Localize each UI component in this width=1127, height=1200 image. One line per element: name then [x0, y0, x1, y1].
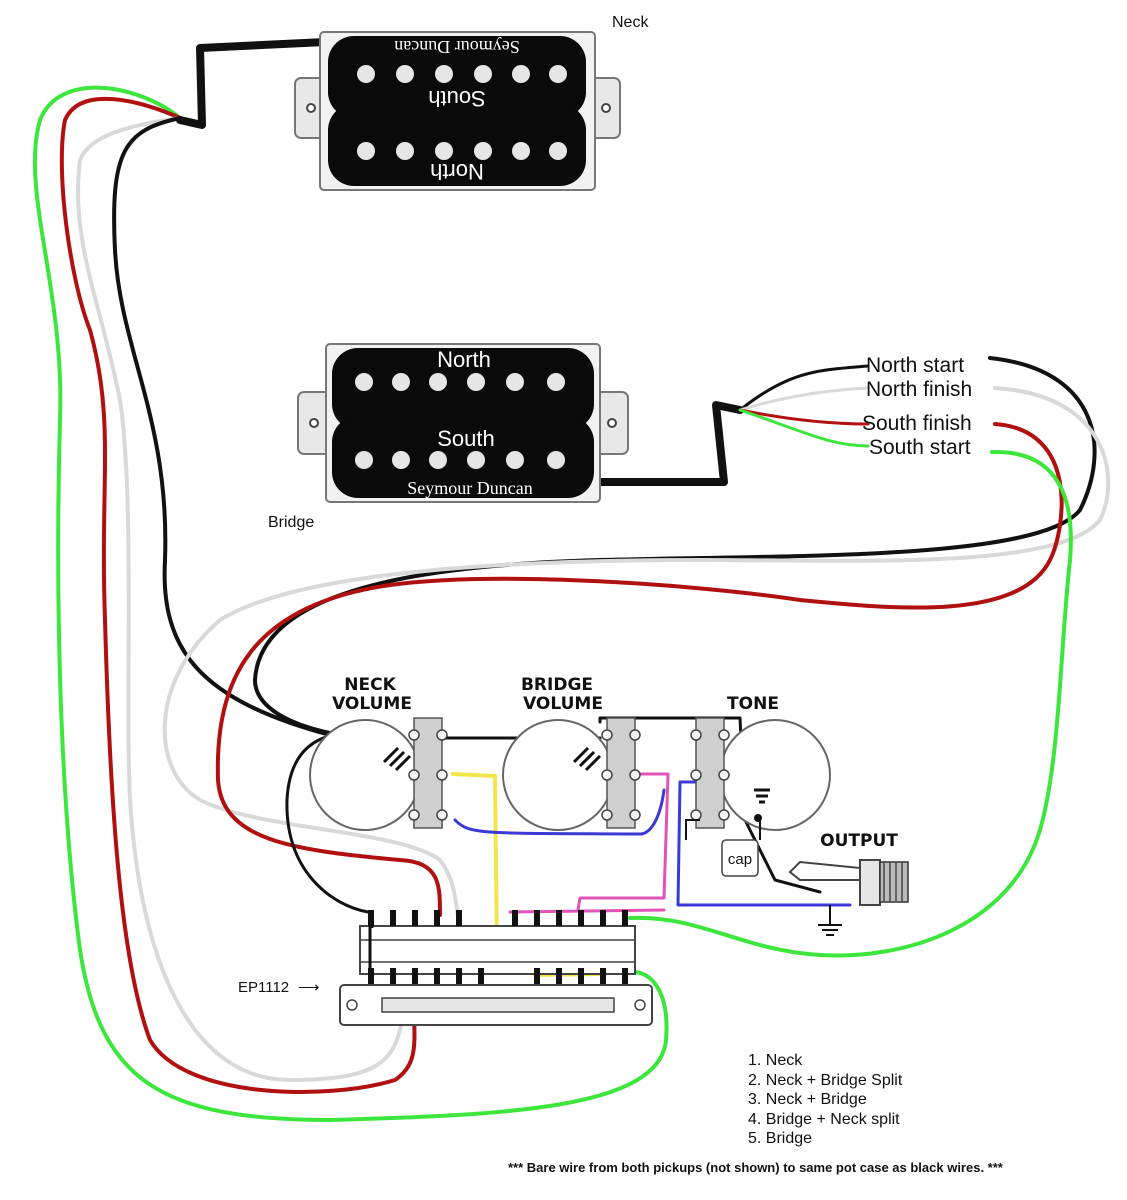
tone-capacitor [685, 818, 761, 877]
footnote: *** Bare wire from both pickups (not sho… [508, 1160, 1004, 1175]
neck-slug-screws [357, 65, 567, 83]
switch-arrow: ⟶ [298, 979, 320, 996]
bridge-brand-text: Seymour Duncan [407, 478, 532, 498]
wire-tone-blue [676, 780, 852, 907]
wire-neck-red [59, 96, 417, 1094]
neck-coil-bottom [328, 104, 586, 186]
position-item: 2. Neck + Bridge Split [748, 1072, 903, 1089]
bridge-volume-pot [502, 717, 641, 831]
neck-volume-label-1: NECK [344, 675, 396, 695]
wire-bridge-south-start [738, 408, 870, 448]
bridge-mount-screw-right [607, 418, 617, 428]
five-way-switch [339, 910, 653, 1026]
bridge-coil-bottom [332, 416, 594, 498]
bridge-pickup-label: Bridge [268, 514, 314, 531]
position-item: 4. Bridge + Neck split [748, 1111, 900, 1128]
tone-pot [690, 717, 831, 831]
switch-lugs-bottom [368, 968, 628, 984]
neck-coil-bottom-label: North [430, 159, 484, 184]
position-item: 1. Neck [748, 1052, 803, 1069]
bridge-coil-top-label: North [437, 347, 491, 372]
wire-bridge-south-finish [738, 408, 870, 426]
wire-bridge-north-finish [738, 386, 870, 412]
wire-run-red [215, 422, 1064, 917]
output-jack [788, 859, 909, 936]
bridge-slug-screws [355, 451, 565, 469]
position-legend: 1. Neck 2. Neck + Bridge Split 3. Neck +… [748, 1052, 903, 1147]
wire-neck-shield [176, 38, 329, 129]
position-item: 5. Bridge [748, 1130, 812, 1147]
neck-pickup-label: Neck [612, 14, 649, 31]
wire-run-green [628, 449, 1073, 958]
neck-brand-text: Seymour Duncan [394, 37, 519, 57]
bridge-coil-bottom-label: South [437, 426, 495, 451]
lead-north-finish-label: North finish [866, 378, 972, 401]
bridge-mount-screw-left [309, 418, 319, 428]
neck-mount-screw-left [306, 103, 316, 113]
neck-coil-top-label: South [428, 86, 486, 111]
switch-label: EP1112 [238, 979, 289, 996]
bridge-coil-top [332, 348, 594, 430]
neck-slug-poles [357, 142, 567, 160]
neck-mount-screw-right [601, 103, 611, 113]
wire-bridge-shield [594, 401, 744, 486]
tone-label: TONE [727, 694, 779, 714]
wire-neck-white [76, 116, 404, 1082]
bridge-volume-label-2: VOLUME [523, 694, 603, 714]
wire-run-white [162, 386, 1111, 917]
lead-north-start-label: North start [866, 354, 964, 377]
output-label: OUTPUT [820, 831, 898, 851]
neck-pickup: Seymour Duncan South North [294, 31, 621, 191]
wire-pot-blue [453, 788, 666, 836]
lead-south-start-label: South start [869, 436, 971, 459]
capacitor-label: cap [728, 851, 752, 868]
position-item: 3. Neck + Bridge [748, 1091, 867, 1108]
bridge-pickup: North South Seymour Duncan [297, 343, 629, 503]
lead-south-finish-label: South finish [862, 412, 972, 435]
wire-neck-green [32, 85, 669, 1122]
neck-volume-label-2: VOLUME [332, 694, 412, 714]
neck-coil-top [328, 36, 586, 118]
bridge-slug-poles [355, 373, 565, 391]
neck-volume-pot [309, 717, 448, 831]
wire-bridge-north-start [738, 364, 870, 412]
bridge-volume-label-1: BRIDGE [521, 675, 593, 695]
